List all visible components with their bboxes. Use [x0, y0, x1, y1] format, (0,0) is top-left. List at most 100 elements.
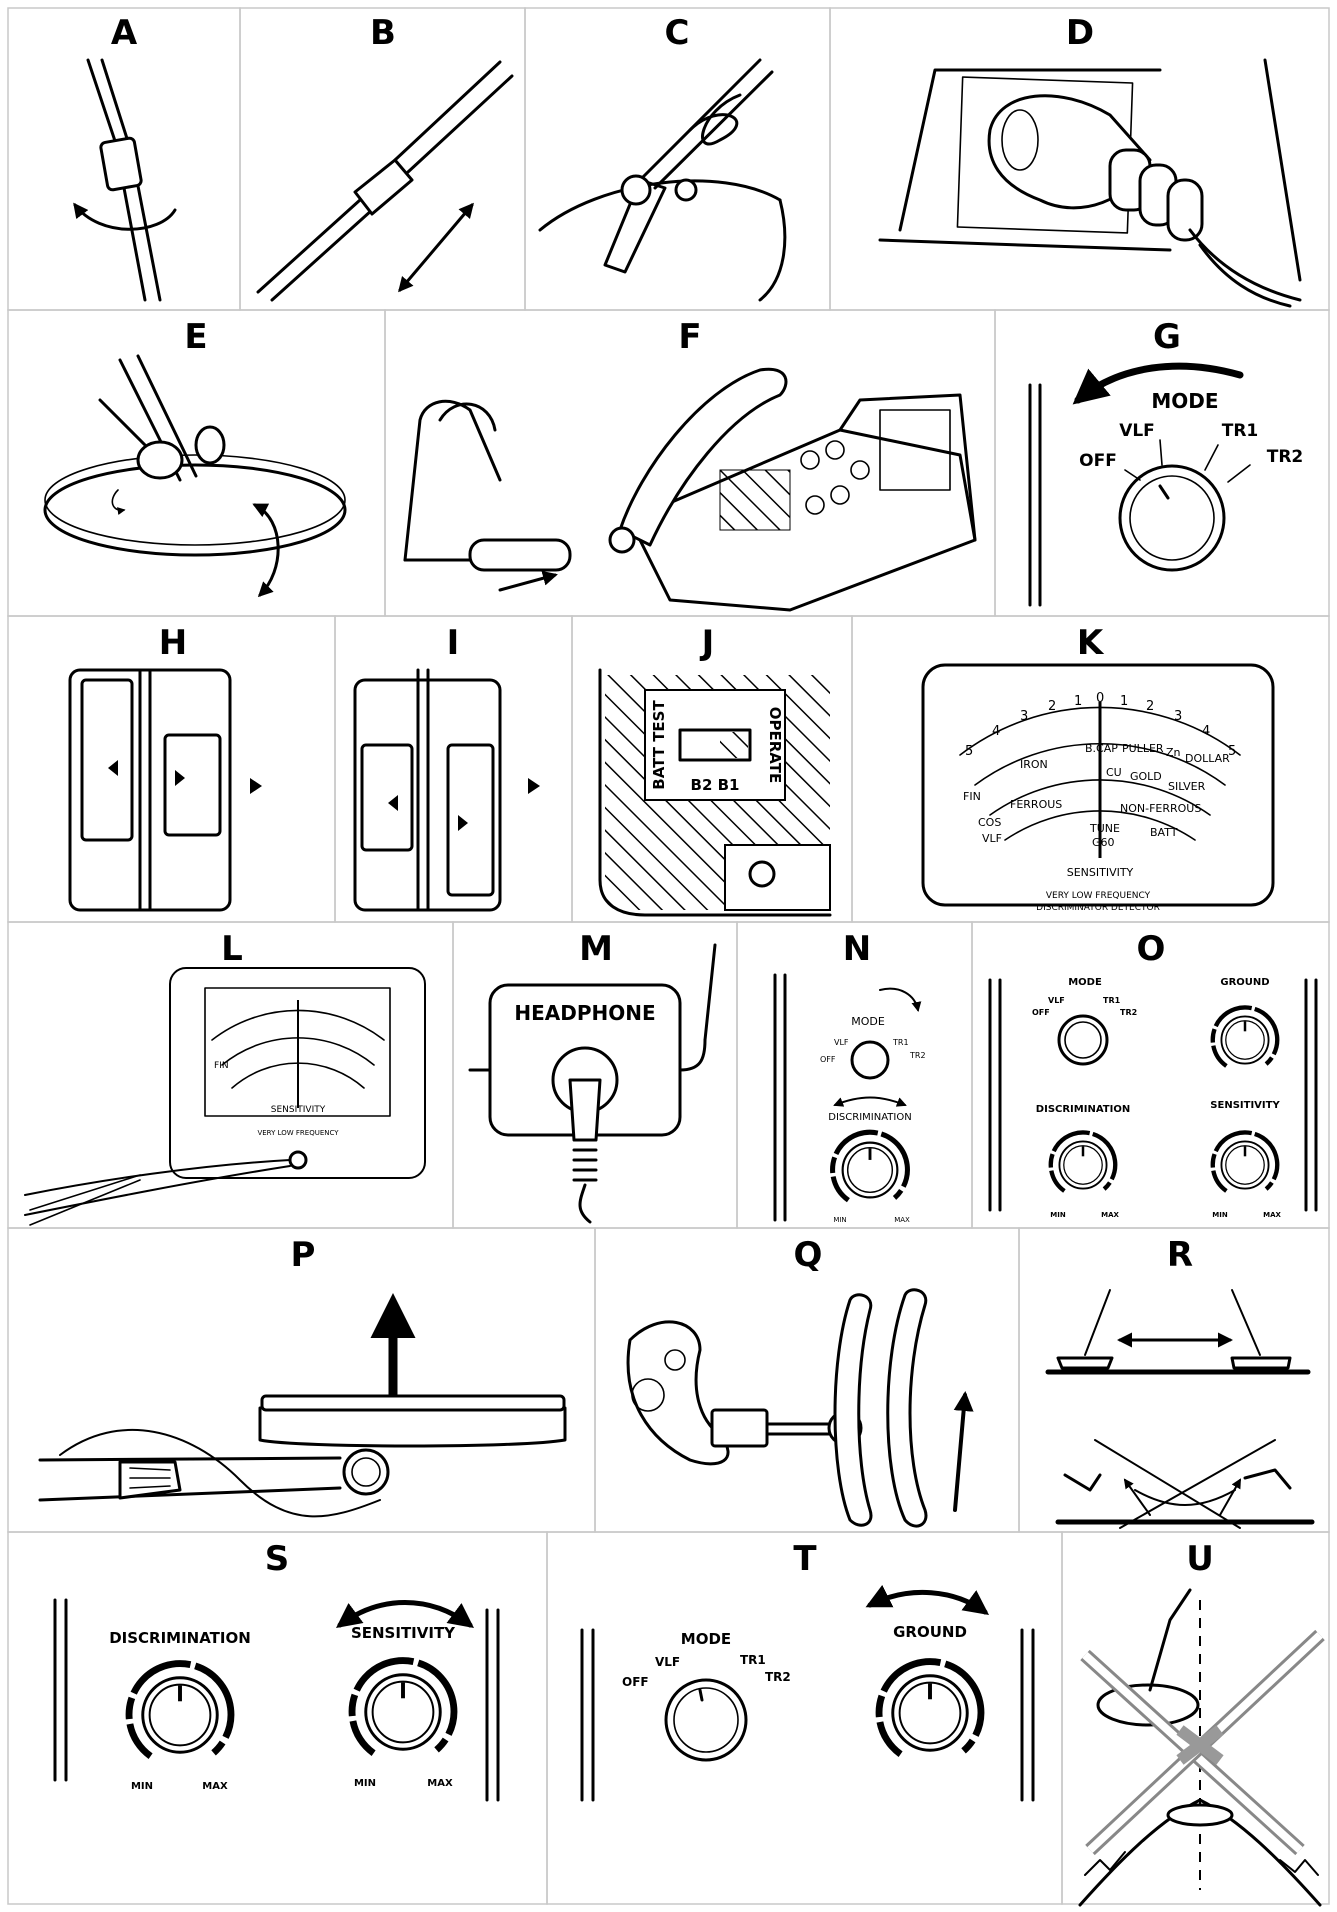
panel-letter: F	[678, 317, 701, 357]
meter-word: NON-FERROUS	[1120, 802, 1201, 815]
max-label: MAX	[1101, 1211, 1119, 1219]
discrimination-label: DISCRIMINATION	[109, 1629, 251, 1647]
panel-letter: U	[1186, 1539, 1214, 1579]
meter-caption: VERY LOW FREQUENCY	[257, 1129, 339, 1137]
min-label: MIN	[833, 1216, 846, 1224]
panel-letter: K	[1077, 623, 1105, 663]
min-label: MIN	[1212, 1211, 1228, 1219]
meter-number: 0	[1096, 691, 1104, 706]
panel-letter: R	[1167, 1235, 1193, 1275]
meter-caption: DISCRIMINATOR DETECTOR	[1036, 903, 1160, 913]
mode-position-tr2: TR2	[1267, 447, 1304, 467]
mode-position-vlf: VLF	[655, 1655, 680, 1669]
panel-q-sweep-pattern	[626, 1288, 974, 1528]
discrimination-label: DISCRIMINATION	[828, 1112, 911, 1123]
panel-letter: A	[111, 13, 138, 53]
mode-position-vlf: VLF	[1048, 996, 1065, 1005]
mode-position-off: OFF	[1079, 451, 1117, 471]
meter-side-word: FIN	[963, 790, 981, 803]
meter-number: 4	[1202, 724, 1210, 739]
max-label: MAX	[894, 1216, 910, 1224]
panel-letter: J	[700, 623, 715, 663]
batt-test-label: BATT TEST	[650, 700, 668, 790]
panel-b-extend-shaft	[256, 60, 514, 302]
panel-c-coil-bracket	[538, 58, 787, 302]
meter-word: DOLLAR	[1185, 752, 1230, 765]
max-label: MAX	[427, 1778, 453, 1789]
mode-position-off: OFF	[820, 1055, 836, 1064]
meter-word: TUNE	[1089, 822, 1120, 835]
panel-d-cable-connector	[878, 58, 1302, 308]
mode-position-tr1: TR1	[1103, 996, 1121, 1005]
panel-letter: L	[221, 929, 243, 969]
panel-letters: A B C D E F G H I J K L M N O P Q R S T …	[111, 13, 1214, 1579]
mode-position-off: OFF	[622, 1675, 649, 1689]
mode-position-vlf: VLF	[834, 1038, 849, 1047]
meter-word: B.CAP	[1085, 742, 1118, 755]
sensitivity-label: SENSITIVITY	[1210, 1100, 1280, 1111]
headphone-label: HEADPHONE	[514, 1001, 655, 1025]
meter-number: 2	[1146, 699, 1154, 714]
max-label: MAX	[1263, 1211, 1281, 1219]
meter-word: IRON	[1020, 758, 1048, 771]
mode-position-tr2: TR2	[909, 1051, 926, 1060]
panel-g-mode-switch: MODE OFF VLF TR1 TR2	[1028, 362, 1304, 607]
meter-side-word: FIN	[214, 1061, 229, 1071]
meter-word: SENSITIVITY	[1067, 866, 1134, 879]
b2-b1-label: B2 B1	[691, 776, 740, 794]
mode-position-tr1: TR1	[892, 1038, 909, 1047]
meter-number: 5	[1228, 744, 1236, 759]
meter-word: G60	[1092, 836, 1115, 849]
meter-number: 3	[1020, 709, 1028, 724]
panel-letter: Q	[794, 1235, 823, 1275]
panel-letter: B	[370, 13, 396, 53]
panel-f-control-box	[403, 367, 977, 612]
min-label: MIN	[1050, 1211, 1066, 1219]
panel-letter: C	[665, 13, 690, 53]
panel-p-coil-lift	[38, 1293, 567, 1518]
panel-s-discrimination-sensitivity: DISCRIMINATION MIN MAX SENSITIVITY MIN M…	[53, 1598, 500, 1802]
mode-title: MODE	[1068, 977, 1102, 988]
panel-h-battery-door	[68, 668, 262, 912]
panel-letter: I	[447, 623, 460, 663]
panel-r-coil-level	[1045, 1289, 1315, 1529]
ground-label: GROUND	[1220, 977, 1269, 988]
panel-letter: M	[579, 929, 613, 969]
meter-word: CU	[1106, 766, 1122, 779]
meter-caption: VERY LOW FREQUENCY	[1046, 891, 1151, 901]
panel-l-meter-adjust: SENSITIVITY FIN VERY LOW FREQUENCY	[24, 967, 426, 1226]
max-label: MAX	[202, 1781, 228, 1792]
panel-e-coil-angle	[43, 354, 347, 598]
panel-letter: E	[184, 317, 207, 357]
panel-letter: D	[1066, 13, 1094, 53]
meter-number: 4	[992, 724, 1000, 739]
panel-letter: P	[291, 1235, 316, 1275]
min-label: MIN	[354, 1778, 376, 1789]
meter-word: BATT	[1150, 826, 1178, 839]
meter-word: GOLD	[1130, 770, 1162, 783]
panel-n-mode-discrimination: MODE OFF VLF TR1 TR2 DISCRIMINATION MIN …	[773, 973, 926, 1224]
mode-position-tr1: TR1	[740, 1653, 766, 1667]
panel-grid	[7, 7, 1330, 1905]
panel-u-pinpoint	[1078, 1588, 1325, 1907]
panel-letter: G	[1153, 317, 1181, 357]
panel-t-mode-ground: MODE OFF VLF TR1 TR2 GROUND	[580, 1584, 1035, 1802]
meter-number: 5	[965, 744, 973, 759]
panel-letter: S	[265, 1539, 290, 1579]
meter-word: FERROUS	[1010, 798, 1062, 811]
discrimination-label: DISCRIMINATION	[1036, 1104, 1130, 1115]
mode-position-vlf: VLF	[1119, 421, 1155, 441]
panel-letter: H	[159, 623, 187, 663]
mode-title: MODE	[681, 1630, 731, 1648]
panel-letter: N	[843, 929, 871, 969]
meter-number: 1	[1120, 694, 1128, 709]
panel-i-battery-door	[353, 668, 540, 912]
meter-side-word: COS	[978, 816, 1001, 829]
mode-title: MODE	[851, 1015, 885, 1028]
operate-label: OPERATE	[766, 707, 784, 783]
mode-position-tr2: TR2	[765, 1670, 791, 1684]
meter-number: 3	[1174, 709, 1182, 724]
panel-o-control-panel: MODE OFF VLF TR1 TR2 GROUND DISCRIMINATI…	[988, 977, 1318, 1219]
meter-side-word: VLF	[982, 832, 1002, 845]
meter-number: 2	[1048, 699, 1056, 714]
